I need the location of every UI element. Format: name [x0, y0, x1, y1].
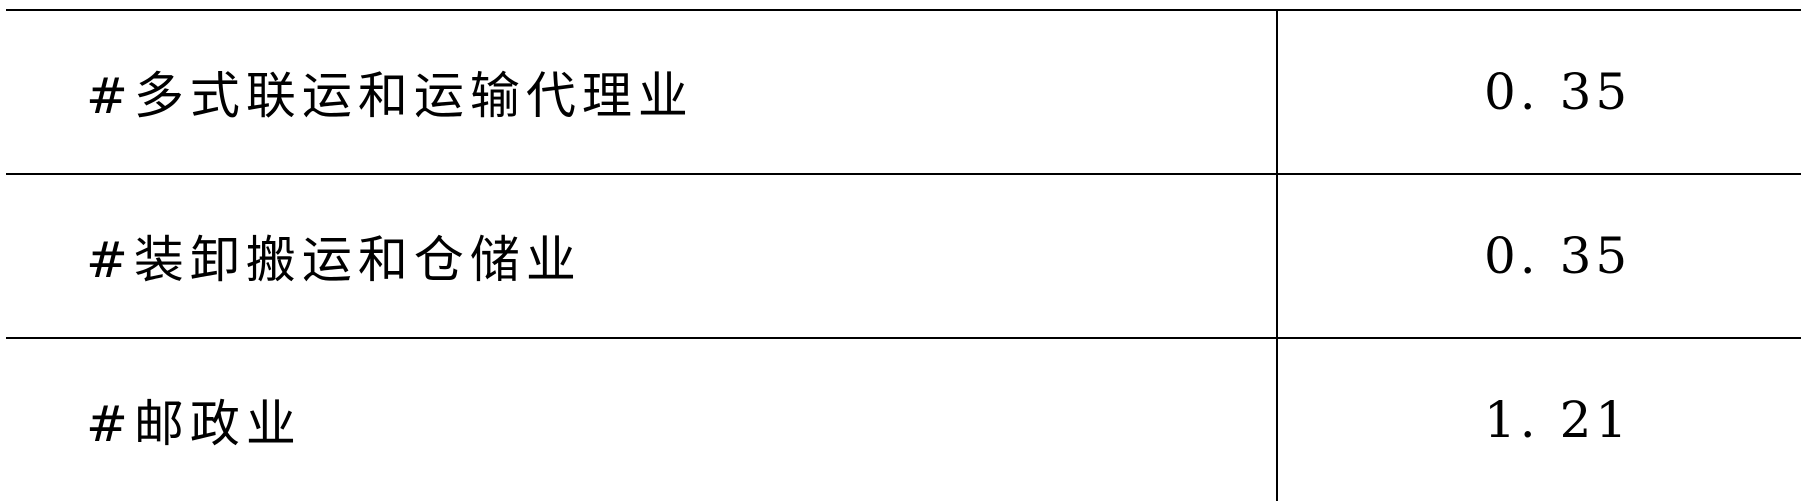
row-label: #邮政业: [86, 395, 302, 453]
row-value-cell: 1. 21: [1278, 339, 1801, 501]
row-label: #装卸搬运和仓储业: [86, 231, 582, 289]
row-label: #多式联运和运输代理业: [86, 67, 694, 125]
row-value: 0. 35: [1484, 63, 1632, 121]
row-label-cell: #装卸搬运和仓储业: [6, 175, 1278, 337]
table-row: #装卸搬运和仓储业 0. 35: [6, 175, 1801, 339]
row-value: 1. 21: [1484, 391, 1632, 449]
row-value: 0. 35: [1484, 227, 1632, 285]
row-value-cell: 0. 35: [1278, 11, 1801, 173]
table-row: #邮政业 1. 21: [6, 339, 1801, 501]
row-label-cell: #多式联运和运输代理业: [6, 11, 1278, 173]
table-row: #多式联运和运输代理业 0. 35: [6, 11, 1801, 175]
row-label-cell: #邮政业: [6, 339, 1278, 501]
row-value-cell: 0. 35: [1278, 175, 1801, 337]
data-table: #多式联运和运输代理业 0. 35 #装卸搬运和仓储业 0. 35 #邮政业 1…: [6, 9, 1801, 501]
